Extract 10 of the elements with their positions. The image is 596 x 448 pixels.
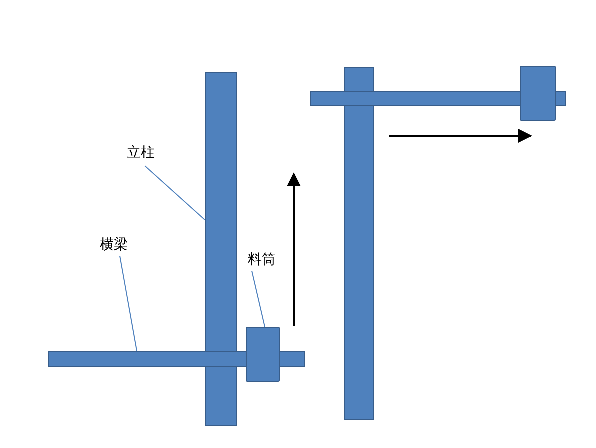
column-bar [205, 72, 237, 426]
barrel-box [246, 327, 280, 382]
part-label: 料筒 [248, 252, 276, 268]
part-label: 立柱 [127, 145, 155, 161]
leader-line [144, 166, 206, 220]
part-label: 横梁 [100, 237, 128, 253]
leader-line [120, 256, 138, 352]
leader-line [252, 270, 266, 328]
barrel-box [520, 66, 556, 121]
column-bar [344, 67, 374, 420]
